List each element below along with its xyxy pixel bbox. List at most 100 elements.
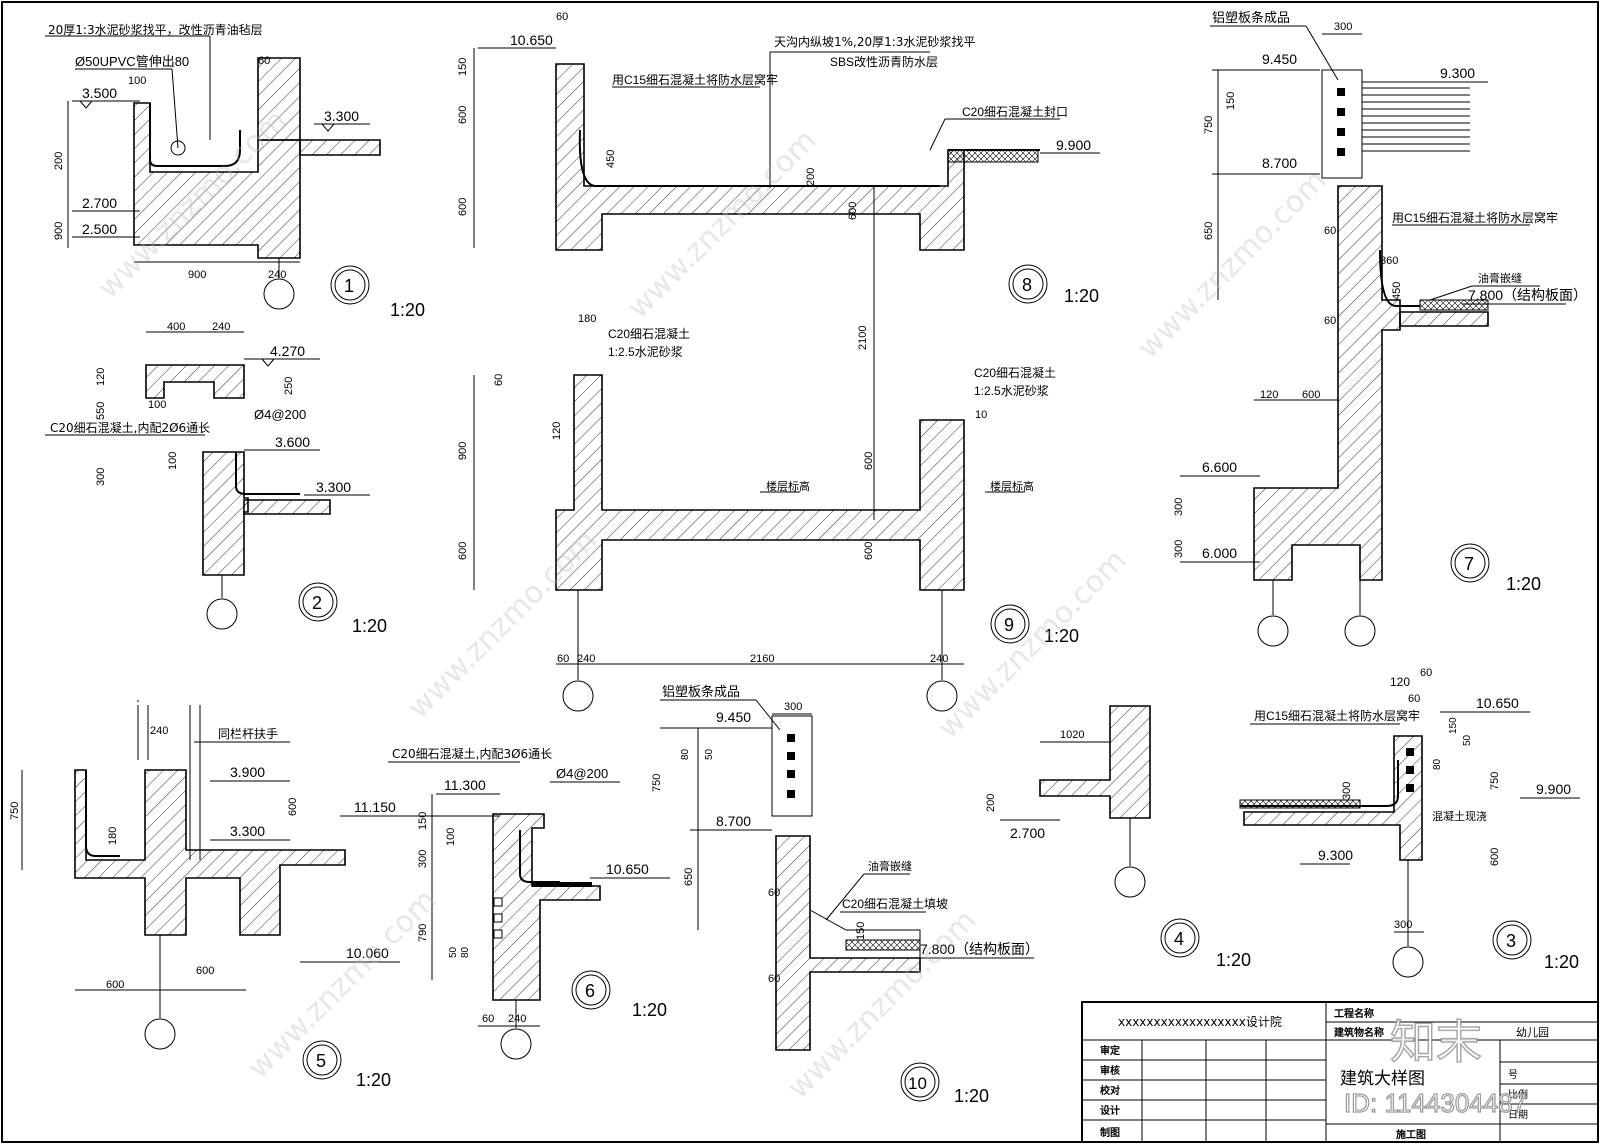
d5-dim-600b: 600 — [106, 979, 124, 991]
d5-dim-750: 750 — [9, 802, 21, 820]
d10-dim-650: 650 — [683, 868, 695, 886]
d3-dim-600: 600 — [1489, 848, 1501, 866]
d1-elev-2500: 2.500 — [82, 221, 117, 237]
d7-dim-750: 750 — [1203, 116, 1215, 134]
detail-4: 1020 200 2.700 4 1:20 — [985, 705, 1251, 970]
d7-elev-6600: 6.600 — [1202, 459, 1237, 475]
d4-dim-1020: 1020 — [1060, 729, 1084, 741]
tb-stage: 施工图 — [1396, 1128, 1426, 1141]
d9-dim-600a: 600 — [457, 542, 469, 560]
d3-dim-60b: 60 — [1408, 693, 1420, 705]
d9-dim-10: 10 — [975, 409, 987, 421]
d5-note1: 同栏杆扶手 — [218, 726, 278, 741]
d9-note3a: 楼层标高 — [766, 479, 810, 493]
d7-elev-7800: 7.800（结构板面） — [1468, 287, 1587, 303]
d3-elev-10650: 10.650 — [1476, 695, 1519, 711]
detail-3: 120 60 60 用C15细石混凝土将防水层窝牢 10.650 150 50 … — [1239, 667, 1580, 978]
d2-elev-4270: 4.270 — [270, 343, 305, 359]
d2-num: 2 — [312, 593, 322, 613]
d4-dim-200: 200 — [985, 794, 997, 812]
d10-dim-60b: 60 — [768, 973, 780, 985]
d8-dim-60: 60 — [556, 11, 568, 23]
d6-dim-60: 60 — [482, 1013, 494, 1025]
d6-elev-10650: 10.650 — [606, 861, 649, 877]
d6-note1: C20细石混凝土,内配3Ø6通长 — [392, 746, 552, 761]
d8-note4: C20细石混凝土封口 — [962, 104, 1068, 119]
tb-building-label: 建筑物名称 — [1333, 1026, 1384, 1039]
d10-dim-750: 750 — [651, 774, 663, 792]
d1-num: 1 — [344, 276, 354, 296]
d2-scale: 1:20 — [352, 616, 387, 636]
d10-scale: 1:20 — [954, 1086, 989, 1106]
d6-num: 6 — [585, 981, 595, 1001]
d6-elev-11300: 11.300 — [444, 777, 486, 793]
tb-role-1: 审定 — [1100, 1044, 1120, 1057]
d9-dim-600c: 600 — [863, 542, 875, 560]
d2-dim-300: 300 — [95, 468, 107, 486]
d7-dim-120: 120 — [1260, 389, 1278, 401]
d2-elev-3300: 3.300 — [316, 479, 351, 495]
d6-rebar: Ø4@200 — [556, 766, 608, 781]
d8-dim-600b: 600 — [457, 198, 469, 216]
d3-scale: 1:20 — [1544, 952, 1579, 972]
d2-dim-100b: 100 — [167, 452, 179, 470]
d3-dim-120: 120 — [1390, 675, 1410, 689]
d2-rebar: Ø4@200 — [254, 407, 306, 422]
d10-dim-150: 150 — [855, 922, 867, 940]
d6-dim-100: 100 — [445, 828, 457, 846]
d9-dim-60b: 60 — [557, 653, 569, 665]
d9-num: 9 — [1004, 615, 1014, 635]
d8-dim-600a: 600 — [457, 106, 469, 124]
d8-note3: 用C15细石混凝土将防水层窝牢 — [612, 72, 778, 87]
d7-scale: 1:20 — [1506, 574, 1541, 594]
d3-dim-80: 80 — [1432, 758, 1443, 770]
d10-elev-7800: 7.800（结构板面） — [920, 941, 1039, 957]
d10-elev-8700: 8.700 — [716, 813, 751, 829]
d1-note1: 20厚1:3水泥砂浆找平，改性沥青油毡层 — [48, 22, 263, 37]
d8-dim-600c: 600 — [847, 202, 859, 220]
watermark-site-3: www.znzmo.com — [1131, 163, 1334, 366]
d9-dim-180: 180 — [578, 313, 596, 325]
d7-elev-6000: 6.000 — [1202, 545, 1237, 561]
watermark-brand: 知末 — [1390, 1015, 1482, 1069]
d7-dim-150: 150 — [1225, 92, 1237, 110]
tb-field-3: 日期 — [1508, 1109, 1528, 1121]
d2-dim-250: 250 — [283, 377, 295, 395]
d9-dim-2160: 2160 — [750, 653, 774, 665]
d7-elev-9300: 9.300 — [1440, 65, 1475, 81]
d9-note1b: C20细石混凝土 — [974, 365, 1056, 380]
tb-unit: 幼儿园 — [1516, 1026, 1549, 1039]
watermark-site-4: www.znzmo.com — [401, 523, 604, 726]
detail-1: 20厚1:3水泥砂浆找平，改性沥青油毡层 Ø50UPVC管伸出80 100 60… — [45, 22, 425, 320]
d7-num: 7 — [1464, 554, 1474, 574]
d8-dim-150: 150 — [457, 58, 469, 76]
title-block: xxxxxxxxxxxxxxxxxx设计院 工程名称 建筑物名称 幼儿园 审定 … — [1081, 1001, 1599, 1143]
d6-dim-50: 50 — [448, 946, 459, 958]
d1-dim-100: 100 — [128, 75, 146, 87]
d1-dim-240: 240 — [268, 269, 286, 281]
detail-8: 60 10.650 150 600 600 用C15细石混凝土将防水层窝牢 天沟… — [457, 11, 1100, 520]
d8-dim-450: 450 — [605, 150, 617, 168]
d7-dim-450: 450 — [1391, 282, 1403, 300]
d9-note2: 1:2.5水泥砂浆 — [608, 344, 683, 359]
watermark-site-7: www.znzmo.com — [781, 903, 984, 1106]
d2-dim-120: 120 — [95, 368, 107, 386]
d1-dim-900: 900 — [188, 269, 206, 281]
detail-10: 铝塑板条成品 300 9.450 80 50 750 8.700 650 油膏嵌… — [651, 684, 1039, 1106]
tb-project-label: 工程名称 — [1334, 1007, 1374, 1020]
d5-scale: 1:20 — [356, 1070, 391, 1090]
d1-elev-2700: 2.700 — [82, 195, 117, 211]
d9-dim-120: 120 — [551, 422, 563, 440]
d9-dim-900: 900 — [457, 442, 469, 460]
d6-dim-300: 300 — [417, 850, 429, 868]
d4-num: 4 — [1174, 929, 1184, 949]
d3-dim-60a: 60 — [1420, 667, 1432, 679]
d5-num: 5 — [316, 1051, 326, 1071]
d7-dim-600: 600 — [1302, 389, 1320, 401]
d6-dim-240: 240 — [508, 1013, 526, 1025]
d1-dim-200: 900 — [53, 222, 65, 240]
d8-scale: 1:20 — [1064, 286, 1099, 306]
d8-elev-9900: 9.900 — [1056, 137, 1091, 153]
